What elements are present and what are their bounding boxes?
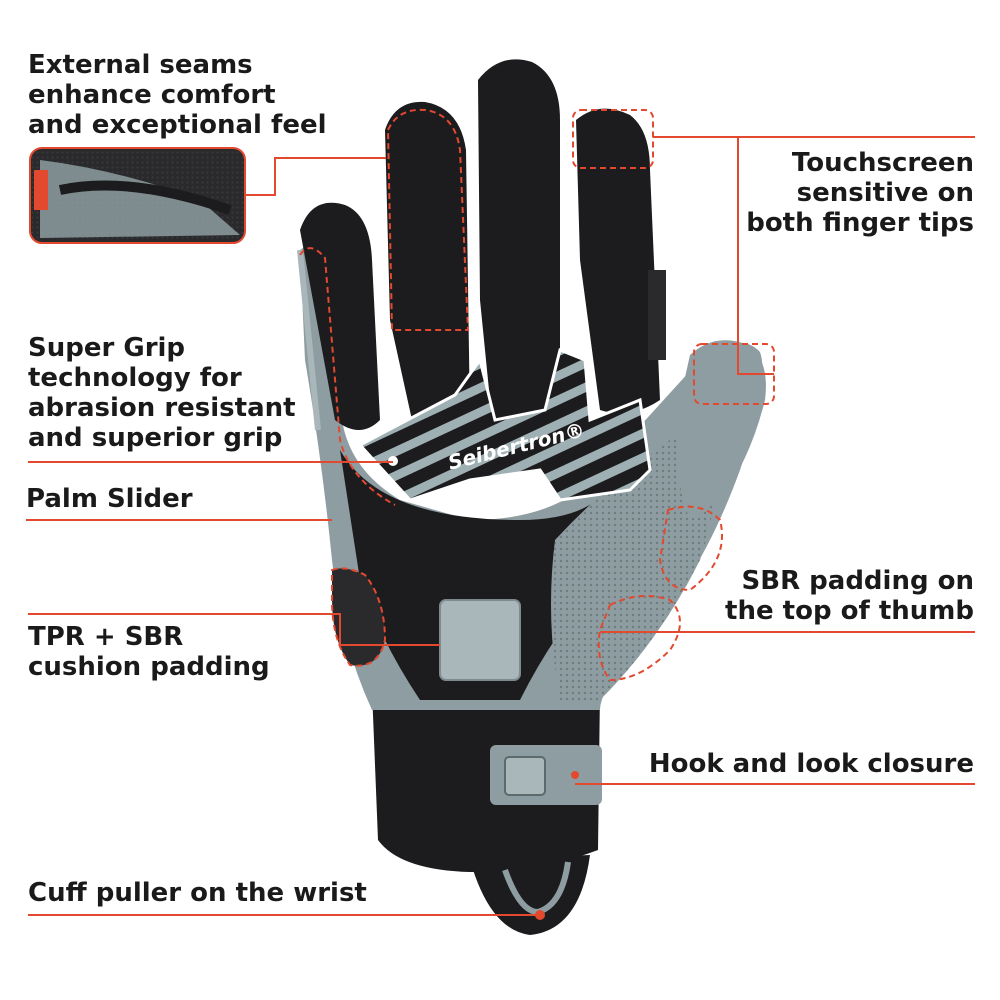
callout-line: Cuff puller on the wrist (28, 878, 367, 908)
glove-fingers (297, 59, 766, 520)
callout-line: abrasion resistant (28, 393, 296, 423)
callout-line: Super Grip (28, 333, 186, 363)
hook-loop-strap (490, 745, 602, 805)
callout-line: enhance comfort (28, 80, 276, 110)
glove-palm (300, 245, 763, 710)
seam-highlights (299, 108, 470, 506)
callout-line: and exceptional feel (28, 110, 327, 140)
callout-line: External seams (28, 50, 253, 80)
callout-cuff-puller: Cuff puller on the wrist (28, 878, 367, 908)
touchscreen-markers (572, 109, 775, 405)
callout-touchscreen: Touchscreen sensitive on both finger tip… (746, 148, 974, 238)
callout-line: Hook and look closure (648, 749, 974, 779)
callout-palm-slider: Palm Slider (26, 484, 193, 514)
callout-line: the top of thumb (725, 596, 974, 626)
callout-tpr-sbr: TPR + SBR cushion padding (28, 622, 270, 682)
tpr-sbr-padding (331, 567, 521, 681)
super-grip-panel: Seibertron® (357, 347, 652, 502)
callout-line: TPR + SBR (28, 622, 184, 652)
callout-line: Palm Slider (26, 484, 193, 514)
cuff-logo-text: Seibertron (609, 762, 624, 840)
glove-cuff: Seibertron (372, 690, 624, 935)
seams-inset-photo (29, 147, 246, 244)
callout-line: technology for (28, 363, 242, 393)
callout-super-grip: Super Grip technology for abrasion resis… (28, 333, 296, 453)
callout-line: cushion padding (28, 652, 270, 682)
callout-sbr-padding: SBR padding on the top of thumb (725, 566, 974, 626)
callout-line: Touchscreen (791, 148, 974, 178)
callout-external-seams: External seams enhance comfort and excep… (28, 50, 327, 140)
callout-line: sensitive on (796, 178, 974, 208)
callout-line: SBR padding on (741, 566, 974, 596)
callout-hook-closure: Hook and look closure (649, 749, 974, 779)
leader-lines (26, 136, 975, 916)
callout-line: both finger tips (746, 208, 974, 238)
cuff-marker-dot (535, 910, 545, 920)
sbr-thumb-padding (597, 505, 723, 682)
callout-line: and superior grip (28, 423, 283, 453)
